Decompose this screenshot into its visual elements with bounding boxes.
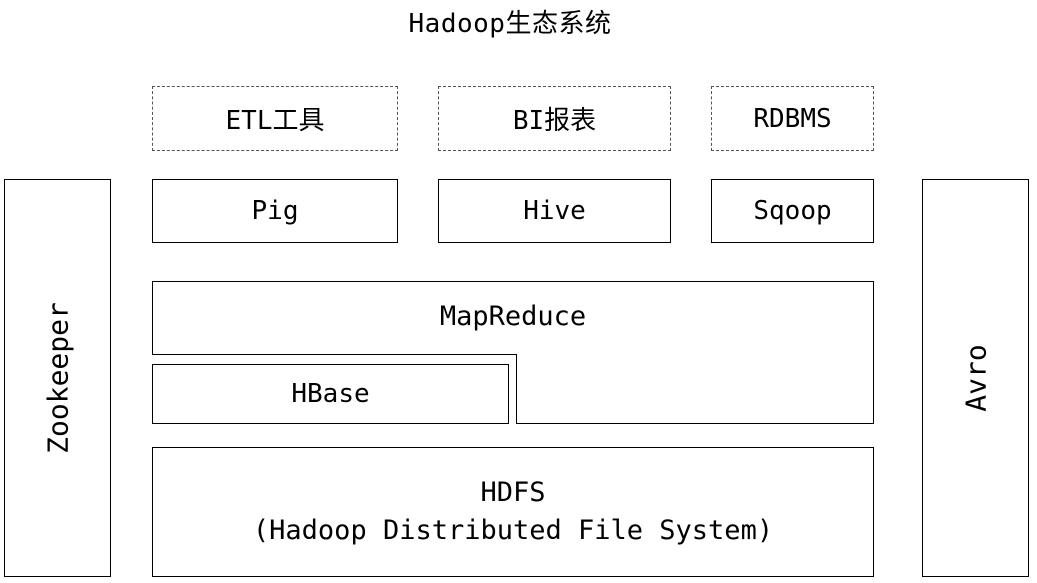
- hdfs-box: HDFS (Hadoop Distributed File System): [152, 447, 874, 577]
- avro-box: Avro: [922, 179, 1029, 577]
- rdbms-box: RDBMS: [711, 86, 874, 151]
- sqoop-label: Sqoop: [753, 196, 832, 226]
- mapreduce-label: MapReduce: [439, 301, 587, 332]
- sqoop-box: Sqoop: [711, 179, 874, 243]
- etl-tools-box: ETL工具: [152, 86, 398, 151]
- hdfs-label: HDFS: [480, 477, 546, 508]
- avro-label: Avro: [959, 344, 992, 412]
- hbase-label: HBase: [291, 379, 370, 409]
- bi-reports-label: BI报表: [512, 106, 597, 136]
- hbase-box: HBase: [152, 364, 509, 424]
- zookeeper-box: Zookeeper: [4, 179, 111, 577]
- rdbms-label: RDBMS: [753, 103, 832, 134]
- pig-box: Pig: [152, 179, 398, 243]
- zookeeper-label: Zookeeper: [41, 302, 74, 454]
- pig-label: Pig: [251, 196, 299, 226]
- hive-label: Hive: [523, 196, 586, 226]
- bi-reports-box: BI报表: [438, 86, 671, 151]
- diagram-title: Hadoop生态系统: [408, 9, 612, 39]
- etl-tools-label: ETL工具: [225, 106, 325, 136]
- hive-box: Hive: [438, 179, 671, 243]
- hdfs-full-name: (Hadoop Distributed File System): [252, 515, 774, 546]
